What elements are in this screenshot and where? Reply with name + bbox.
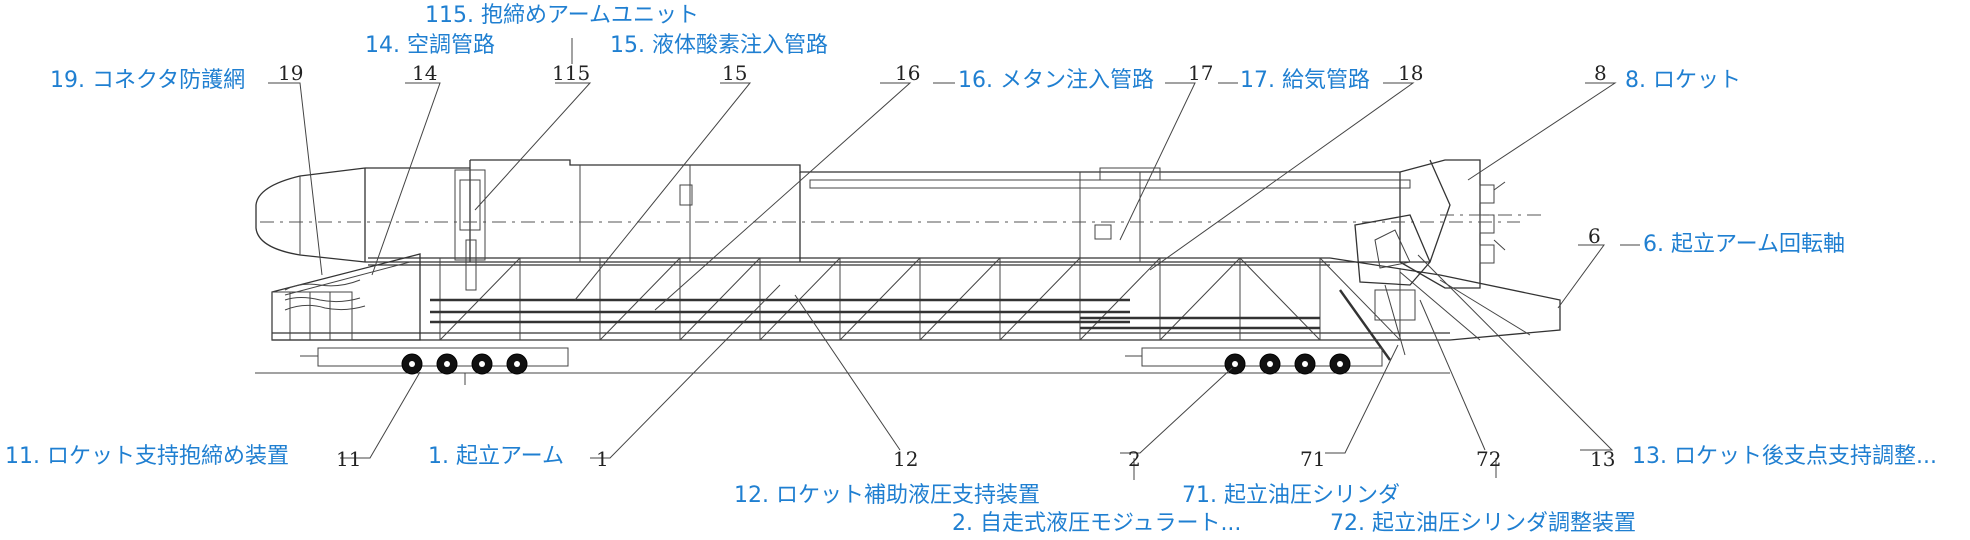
- num-13: 13: [1590, 447, 1615, 471]
- label-13: 13. ロケット後支点支持調整...: [1632, 444, 1937, 469]
- num-17: 17: [1188, 61, 1213, 85]
- label-115: 115. 抱締めアームユニット: [425, 3, 699, 28]
- label-71: 71. 起立油圧シリンダ: [1182, 483, 1400, 508]
- num-12: 12: [893, 447, 918, 471]
- leader-lines: [268, 38, 1640, 480]
- num-72: 72: [1476, 447, 1501, 471]
- label-16: 16. メタン注入管路: [958, 68, 1154, 93]
- label-1: 1. 起立アーム: [428, 444, 564, 469]
- label-2: 2. 自走式液圧モジュラート...: [952, 511, 1241, 536]
- label-11: 11. ロケット支持抱締め装置: [5, 444, 289, 469]
- rear-wheels: [1224, 353, 1351, 375]
- number-tags: 19 14 115 15 16 17 18 8 6 11 1 12 2 71 7…: [278, 61, 1615, 471]
- label-8: 8. ロケット: [1625, 68, 1741, 93]
- num-19: 19: [278, 61, 303, 85]
- num-2: 2: [1128, 447, 1141, 471]
- num-18: 18: [1398, 61, 1423, 85]
- label-19: 19. コネクタ防護網: [50, 68, 245, 93]
- num-11: 11: [336, 447, 361, 471]
- num-1: 1: [596, 447, 609, 471]
- rocket: [255, 159, 1545, 289]
- num-14: 14: [412, 61, 437, 85]
- label-17: 17. 給気管路: [1240, 68, 1370, 93]
- label-6: 6. 起立アーム回転軸: [1643, 232, 1845, 257]
- num-16: 16: [895, 61, 920, 85]
- num-8: 8: [1594, 61, 1607, 85]
- num-71: 71: [1300, 447, 1325, 471]
- front-wheels: [401, 353, 528, 375]
- label-12: 12. ロケット補助液圧支持装置: [734, 483, 1040, 508]
- num-6: 6: [1588, 224, 1601, 248]
- label-14: 14. 空調管路: [365, 33, 495, 58]
- label-15: 15. 液体酸素注入管路: [610, 33, 828, 58]
- num-15: 15: [722, 61, 747, 85]
- labels: 19. コネクタ防護網 14. 空調管路 115. 抱締めアームユニット 15.…: [5, 3, 1937, 536]
- transporters: [255, 347, 1450, 385]
- num-115: 115: [552, 61, 590, 85]
- label-72: 72. 起立油圧シリンダ調整装置: [1330, 511, 1636, 536]
- erector-arm: [271, 169, 1561, 361]
